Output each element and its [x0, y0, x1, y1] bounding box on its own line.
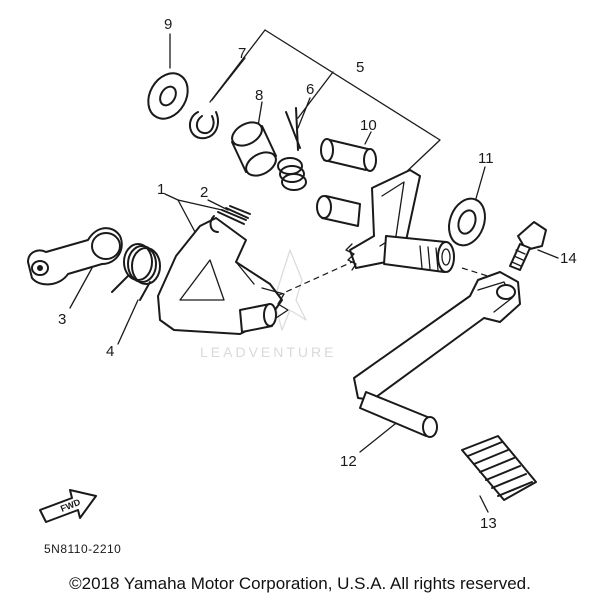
forward-arrow-icon: FWD [39, 489, 97, 523]
callout-5: 5 [356, 59, 364, 76]
circlip-part-7 [189, 111, 219, 140]
shift-pedal-part-12 [353, 271, 521, 438]
shift-arm-part-1 [157, 217, 289, 335]
callout-14: 14 [560, 250, 577, 267]
oil-seal-part-11 [448, 197, 486, 247]
leader-lines [69, 29, 559, 513]
diagram-code: 5N8110-2210 [44, 542, 122, 556]
washer-part-9 [147, 72, 189, 120]
spring-part-6 [277, 107, 307, 191]
callout-numbers: 9 7 5 8 6 10 11 1 2 14 3 4 12 13 [58, 16, 577, 532]
callout-3: 3 [58, 311, 66, 328]
shift-shaft-part-5 [316, 169, 455, 273]
bolt-part-14 [509, 221, 547, 271]
callout-7: 7 [238, 45, 246, 62]
callout-1: 1 [157, 181, 165, 198]
callout-4: 4 [106, 343, 114, 360]
callout-8: 8 [255, 87, 263, 104]
torsion-spring-part-4 [111, 243, 161, 301]
watermark-text: LEADVENTURE [200, 344, 336, 360]
collar-part-8 [231, 121, 277, 177]
copyright-notice: ©2018 Yamaha Motor Corporation, U.S.A. A… [69, 574, 531, 593]
pin-part-10 [320, 138, 377, 172]
spring-part-2 [209, 205, 251, 233]
callout-9: 9 [164, 16, 172, 33]
callout-11: 11 [478, 150, 494, 167]
callout-13: 13 [480, 515, 497, 532]
shift-rubber-part-13 [461, 435, 537, 501]
callout-10: 10 [360, 117, 377, 134]
callout-2: 2 [200, 184, 208, 201]
stopper-lever-part-3 [27, 227, 123, 286]
callout-12: 12 [340, 453, 357, 470]
callout-6: 6 [306, 81, 314, 98]
